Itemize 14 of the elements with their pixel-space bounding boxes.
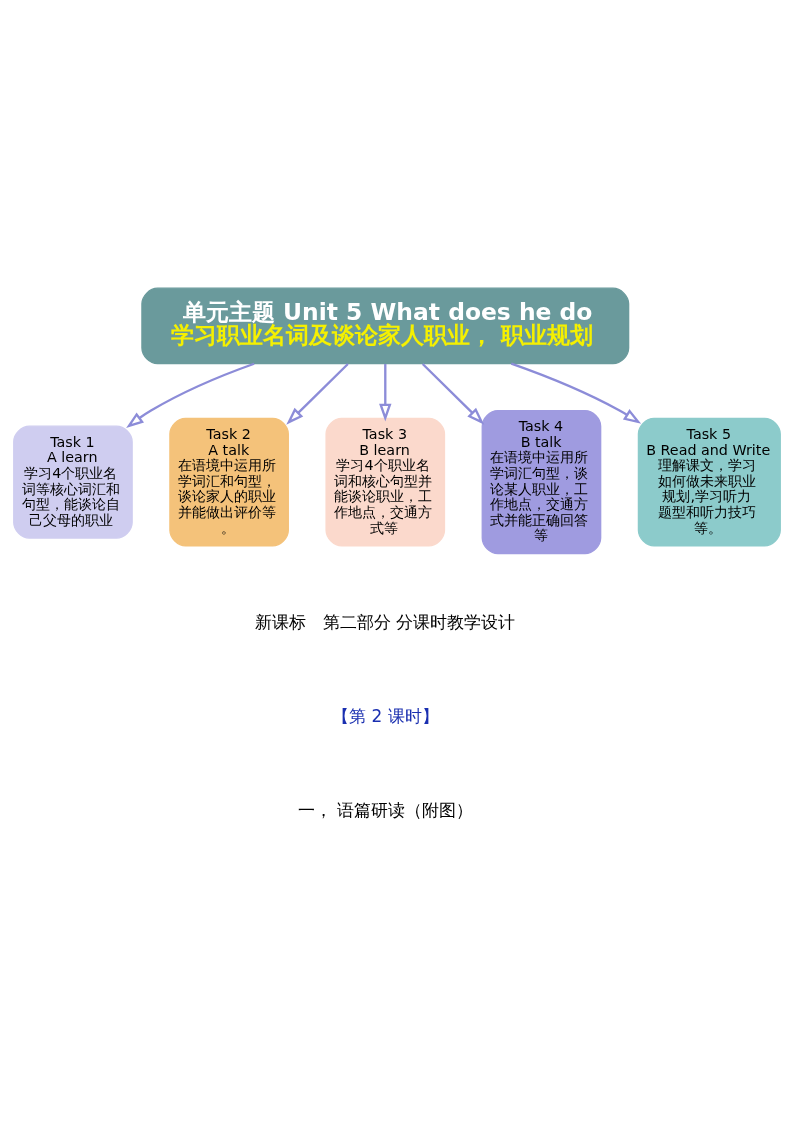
node-box: Task 3 B learn 学习4个职业名词和核心句型并能谈论职业，工作地点，交通方式等: [325, 417, 446, 547]
label: 一， 语篇研读（附图）: [297, 799, 473, 820]
label: 【第 2 课时】: [332, 706, 439, 727]
arrow: [379, 364, 392, 422]
node-box: Task 1 A learn 学习4个职业名词等核心词汇和句型，能谈论自己父母的职业: [13, 425, 133, 539]
arrow: [286, 363, 349, 425]
arrow: [421, 363, 485, 425]
arrow: [510, 362, 642, 424]
node-box: Task 2 A talk 在语境中运用所学词汇和句型，谈论家人的职业并能做出评价等。: [169, 417, 289, 547]
label: 新课标 第二部分 分课时教学设计: [255, 612, 516, 633]
node-box: Task 4 B talk 在语境中运用所学词汇句型，谈论某人职业，工作地点，交通方式并能正确回答等: [481, 409, 602, 555]
node-box: Task 5 B Read and Write 理解课文，学习如何做未来职业规划,学习听力题型和听力技巧等。: [637, 417, 781, 547]
arrow: [126, 362, 255, 428]
node-box: 单元主题 Unit 5 What does he do 学习职业名词及谈论家人职业， 职业规划: [141, 287, 630, 365]
